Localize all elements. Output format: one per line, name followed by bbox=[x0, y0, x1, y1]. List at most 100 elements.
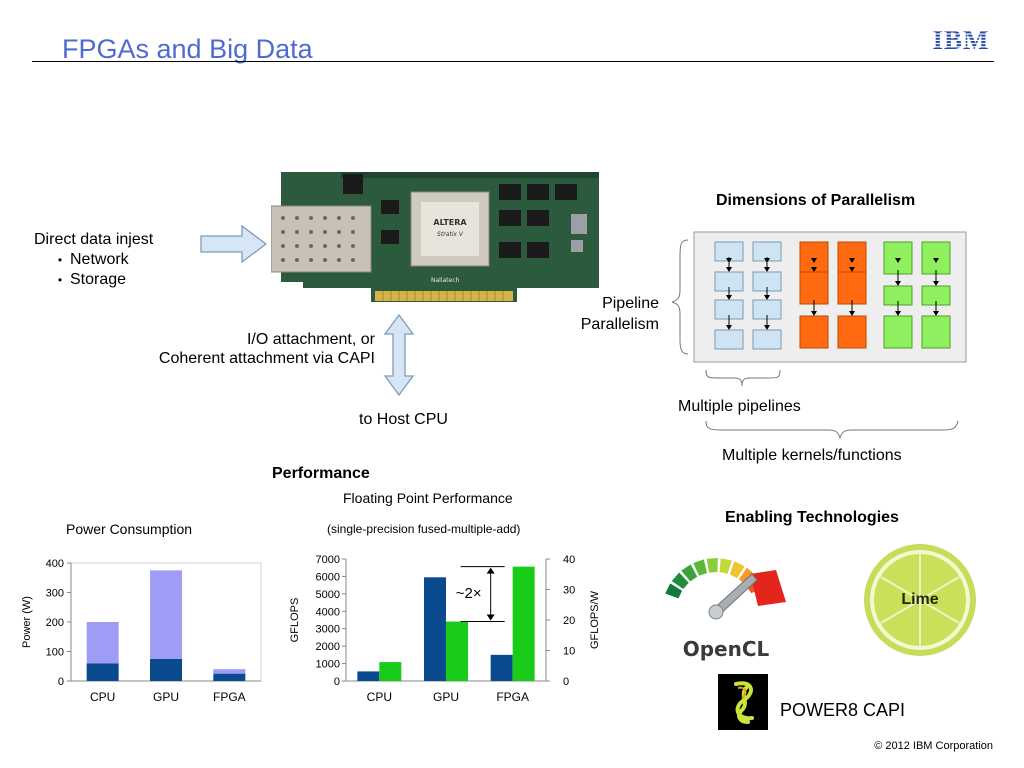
fp-y-tick-label: 5000 bbox=[316, 589, 340, 601]
fp-x-tick-label: CPU bbox=[367, 690, 392, 704]
fp-chart-subtitle: (single-precision fused-multiple-add) bbox=[327, 522, 521, 536]
fp-y2-tick-label: 20 bbox=[563, 615, 575, 627]
power-bar-fpga-0 bbox=[213, 673, 246, 681]
orange-pipeline-arrow-head bbox=[811, 258, 817, 263]
svg-text:ALTERA: ALTERA bbox=[433, 218, 467, 227]
fpga-card-image: ALTERA Stratix V Nallatech bbox=[271, 172, 599, 302]
multiple-pipelines-label: Multiple pipelines bbox=[678, 398, 801, 415]
power-y-tick-label: 300 bbox=[46, 588, 64, 600]
fp-y-tick-label: 6000 bbox=[316, 571, 340, 583]
orange-pipeline-block bbox=[799, 315, 829, 349]
blue-pipeline-block bbox=[752, 329, 782, 350]
svg-text:Stratix V: Stratix V bbox=[437, 231, 464, 238]
attachment-line2: Coherent attachment via CAPI bbox=[158, 350, 375, 367]
power-x-tick-label: CPU bbox=[90, 690, 115, 704]
fp-y-tick-label: 0 bbox=[334, 676, 340, 688]
ibm-logo: IBM bbox=[933, 25, 990, 51]
blue-pipeline-block bbox=[714, 329, 744, 350]
slide-title: FPGAs and Big Data bbox=[62, 34, 313, 64]
fp-y2-tick-label: 40 bbox=[563, 554, 575, 566]
ingest-list: Network Storage bbox=[50, 250, 129, 290]
power-y-tick-label: 200 bbox=[46, 617, 64, 629]
fp-bar-gflopsw-gpu bbox=[446, 621, 468, 681]
host-double-arrow bbox=[383, 314, 415, 396]
fp-y-tick-label: 7000 bbox=[316, 554, 340, 566]
power-bar-gpu-0 bbox=[150, 658, 182, 681]
ingest-item-network: Network bbox=[50, 250, 129, 270]
green-pipeline-arrow-head bbox=[895, 258, 901, 263]
enabling-heading: Enabling Technologies bbox=[725, 509, 899, 526]
power-bar-cpu-0 bbox=[86, 663, 119, 681]
green-pipeline-arrow-head bbox=[933, 311, 939, 316]
fp-bar-gflops-fpga bbox=[490, 654, 513, 681]
ingest-heading: Direct data injest bbox=[34, 231, 154, 248]
gauge-segment bbox=[681, 564, 698, 582]
blue-pipeline-arrow-head bbox=[726, 258, 732, 263]
power-y-tick-label: 400 bbox=[46, 558, 64, 570]
fp-x-tick-label: GPU bbox=[433, 690, 459, 704]
fp-y2-tick-label: 30 bbox=[563, 585, 575, 597]
fp-bar-gflopsw-fpga bbox=[512, 566, 535, 681]
fp-annot-arrow-down bbox=[486, 614, 495, 621]
svg-text:IBM: IBM bbox=[933, 25, 990, 51]
green-pipeline-arrow-head bbox=[895, 281, 901, 286]
fp-y-tick-label: 4000 bbox=[316, 606, 340, 618]
ingest-arrow bbox=[200, 224, 268, 264]
copyright-footer: © 2012 IBM Corporation bbox=[874, 740, 993, 752]
green-pipeline-arrow-head bbox=[895, 311, 901, 316]
orange-pipeline-arrow-head bbox=[849, 267, 855, 272]
attachment-line1: I/O attachment, or bbox=[246, 331, 375, 348]
gauge-segment bbox=[706, 558, 718, 573]
fp-y2-axis-label: GFLOPS/W bbox=[589, 590, 601, 649]
performance-heading: Performance bbox=[272, 465, 370, 482]
ingest-item-storage: Storage bbox=[50, 270, 129, 290]
fp-y2-tick-label: 10 bbox=[563, 646, 575, 658]
gauge-segment bbox=[729, 561, 745, 579]
blue-pipeline-arrow-head bbox=[726, 325, 732, 330]
fp-annot-arrow-up bbox=[486, 567, 495, 574]
gauge-segment bbox=[671, 572, 689, 590]
lime-logo: Lime bbox=[864, 544, 976, 656]
blue-pipeline-arrow-head bbox=[726, 295, 732, 300]
fp-x-tick-label: FPGA bbox=[496, 690, 529, 704]
fp-bar-gflops-cpu bbox=[357, 671, 380, 681]
fp-y-tick-label: 2000 bbox=[316, 641, 340, 653]
blue-pipeline-arrow-head bbox=[764, 325, 770, 330]
orange-pipeline-block bbox=[837, 271, 867, 305]
green-pipeline-arrow-head bbox=[933, 258, 939, 263]
fp-bar-gflops-gpu bbox=[424, 577, 446, 681]
pipeline-brace bbox=[672, 239, 689, 355]
host-cpu-label: to Host CPU bbox=[359, 411, 448, 428]
parallelism-heading: Dimensions of Parallelism bbox=[716, 192, 916, 209]
gauge-segment bbox=[693, 559, 708, 576]
fp-chart: 01000200030004000500060007000010203040GF… bbox=[289, 554, 601, 704]
power-bar-fpga-1 bbox=[213, 669, 246, 674]
orange-pipeline-arrow-head bbox=[811, 311, 817, 316]
opencl-logo: OpenCL bbox=[665, 558, 786, 661]
gauge-segment bbox=[719, 558, 732, 574]
orange-pipeline-block bbox=[837, 315, 867, 349]
gauge-red-segment bbox=[750, 570, 786, 606]
power-x-tick-label: FPGA bbox=[213, 690, 246, 704]
power-bar-gpu-1 bbox=[150, 570, 182, 659]
pipeline-label-1: Pipeline bbox=[602, 295, 659, 312]
fp-chart-title: Floating Point Performance bbox=[343, 490, 513, 506]
svg-text:Lime: Lime bbox=[901, 591, 938, 608]
power-chart-title: Power Consumption bbox=[66, 521, 193, 537]
blue-pipeline-arrow-head bbox=[726, 267, 732, 272]
orange-pipeline-arrow-head bbox=[811, 267, 817, 272]
green-pipeline-block bbox=[921, 315, 951, 349]
power-bar-cpu-1 bbox=[86, 622, 119, 664]
green-pipeline-block bbox=[883, 315, 913, 349]
power-y-tick-label: 0 bbox=[58, 676, 64, 688]
fp-y2-tick-label: 0 bbox=[563, 676, 569, 688]
power8-logo bbox=[718, 674, 768, 730]
orange-pipeline-block bbox=[799, 271, 829, 305]
title-rule bbox=[32, 61, 994, 62]
gauge-segment bbox=[738, 567, 756, 585]
orange-pipeline-arrow-head bbox=[849, 258, 855, 263]
svg-text:OpenCL: OpenCL bbox=[683, 637, 770, 661]
gauge-segment bbox=[665, 583, 683, 599]
kernels-brace bbox=[705, 420, 959, 440]
